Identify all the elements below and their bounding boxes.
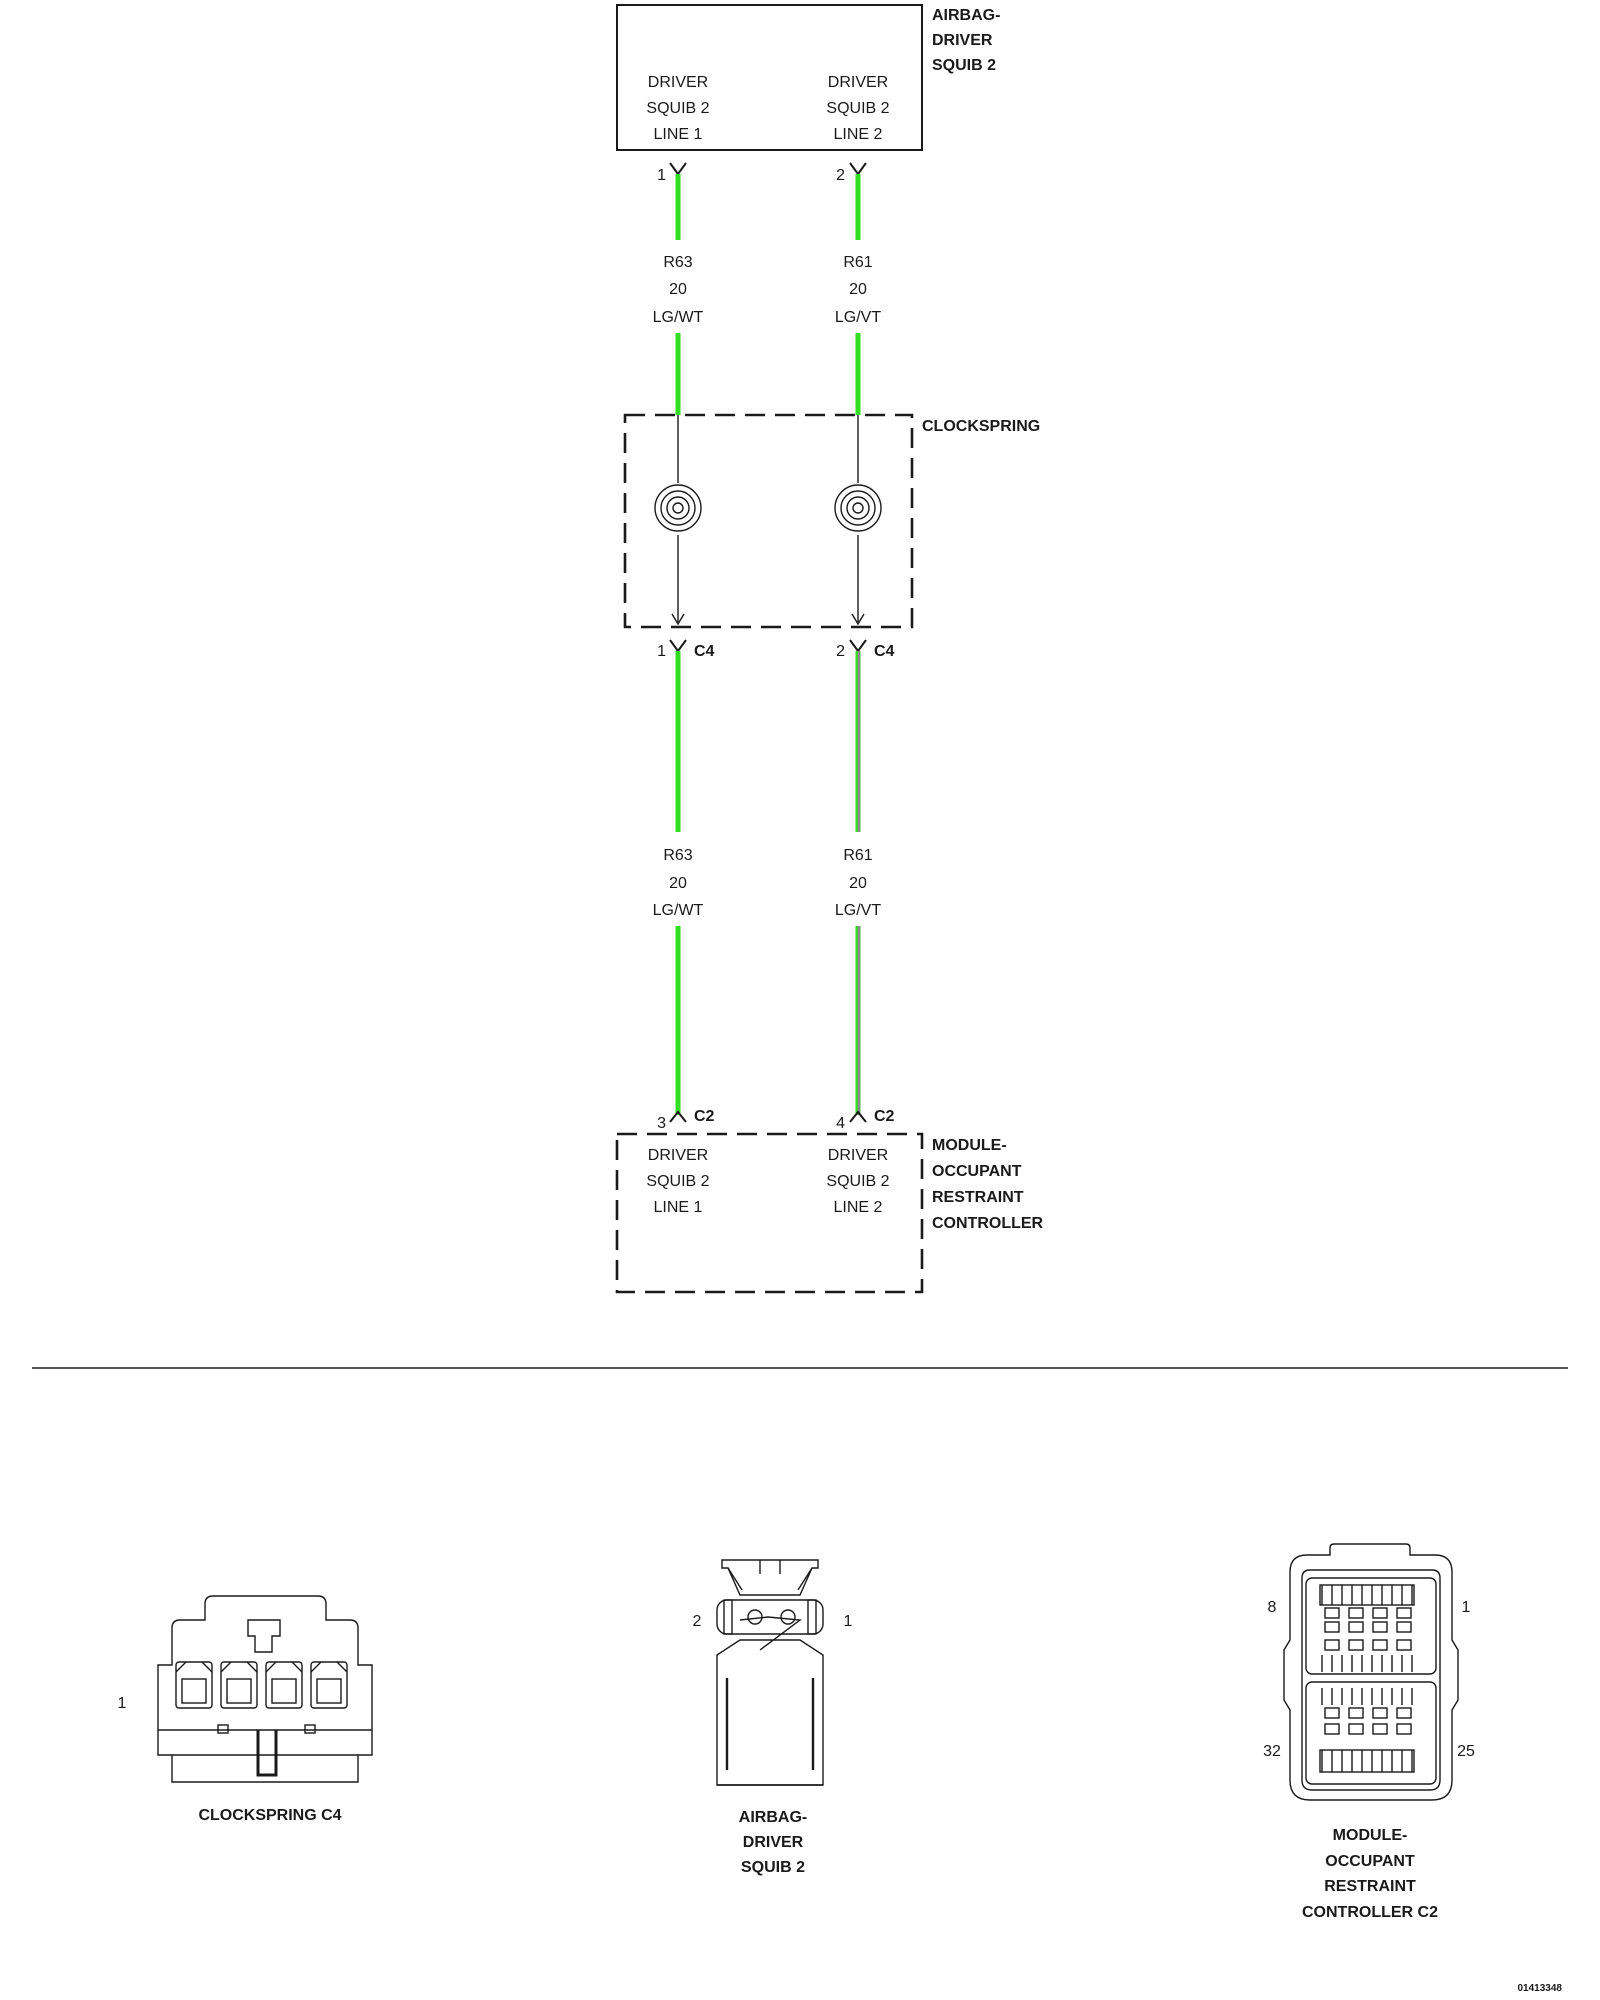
airbag-label-line2: DRIVER	[932, 32, 993, 49]
clockspring-c4-pin1-connector: C4	[694, 643, 715, 660]
svg-text:DRIVER: DRIVER	[648, 74, 708, 91]
orc-c2-view-pin1: 1	[1462, 1599, 1471, 1616]
svg-text:R63: R63	[663, 254, 692, 271]
svg-text:SQUIB 2: SQUIB 2	[646, 100, 709, 117]
airbag-pin2-desc: DRIVER SQUIB 2 LINE 2	[826, 74, 889, 143]
airbag-view-pin1: 1	[844, 1613, 853, 1630]
svg-text:DRIVER: DRIVER	[828, 1147, 888, 1164]
svg-text:R61: R61	[843, 847, 872, 864]
wire-r63-upper-label: R63 20 LG/WT	[653, 254, 704, 326]
svg-text:LG/WT: LG/WT	[653, 902, 704, 919]
svg-text:LG/VT: LG/VT	[835, 309, 881, 326]
clockspring-label: CLOCKSPRING	[922, 418, 1040, 435]
svg-text:LG/VT: LG/VT	[835, 902, 881, 919]
orc-c2-pin3-mark	[669, 1110, 687, 1123]
svg-text:OCCUPANT: OCCUPANT	[932, 1163, 1022, 1180]
svg-text:DRIVER: DRIVER	[648, 1147, 708, 1164]
svg-text:RESTRAINT: RESTRAINT	[932, 1189, 1024, 1206]
svg-text:DRIVER: DRIVER	[743, 1834, 804, 1851]
orc-pin3-desc: DRIVER SQUIB 2 LINE 1	[646, 1147, 709, 1216]
clockspring-c4-view-label: CLOCKSPRING C4	[198, 1807, 341, 1824]
clockspring-arrow-2	[851, 613, 865, 626]
airbag-label-line1: AIRBAG-	[932, 7, 1000, 24]
svg-text:20: 20	[849, 281, 867, 298]
airbag-pin1-desc: DRIVER SQUIB 2 LINE 1	[646, 74, 709, 143]
clockspring-arrow-1	[671, 613, 685, 626]
clockspring-c4-pin2-mark	[849, 639, 867, 653]
svg-text:LG/WT: LG/WT	[653, 309, 704, 326]
airbag-label-line3: SQUIB 2	[932, 57, 996, 74]
clockspring-c4-pin2-number: 2	[836, 643, 845, 660]
svg-text:LINE 1: LINE 1	[654, 126, 703, 143]
svg-text:R63: R63	[663, 847, 692, 864]
orc-c2-pin4-mark	[849, 1110, 867, 1123]
svg-text:MODULE-: MODULE-	[932, 1137, 1007, 1154]
svg-text:CONTROLLER C2: CONTROLLER C2	[1302, 1904, 1438, 1921]
clockspring-coil-2	[834, 484, 882, 532]
svg-text:R61: R61	[843, 254, 872, 271]
clockspring-c4-pin1-mark	[669, 639, 687, 653]
airbag-view-pin2: 2	[693, 1613, 702, 1630]
airbag-pin2-number: 2	[836, 167, 845, 184]
wire-r61-upper-label: R61 20 LG/VT	[835, 254, 881, 326]
svg-text:LINE 2: LINE 2	[834, 1199, 883, 1216]
svg-text:MODULE-: MODULE-	[1333, 1827, 1408, 1844]
orc-c2-view-pin32: 32	[1263, 1743, 1281, 1760]
svg-text:LINE 2: LINE 2	[834, 126, 883, 143]
svg-text:20: 20	[669, 281, 687, 298]
wire-r63-lower-label: R63 20 LG/WT	[653, 847, 704, 919]
orc-c2-pin3-connector: C2	[694, 1108, 715, 1125]
svg-text:SQUIB 2: SQUIB 2	[741, 1859, 805, 1876]
clockspring-c4-view-pin1: 1	[118, 1695, 127, 1712]
svg-text:DRIVER: DRIVER	[828, 74, 888, 91]
orc-c2-view-pin25: 25	[1457, 1743, 1475, 1760]
wire-r61-lower-label: R61 20 LG/VT	[835, 847, 881, 919]
figure-id: 01413348	[1518, 1983, 1563, 1994]
airbag-pin1-number: 1	[657, 167, 666, 184]
svg-text:AIRBAG-: AIRBAG-	[739, 1809, 807, 1826]
orc-c2-view-pin8: 8	[1268, 1599, 1277, 1616]
orc-pin4-desc: DRIVER SQUIB 2 LINE 2	[826, 1147, 889, 1216]
svg-text:CONTROLLER: CONTROLLER	[932, 1215, 1044, 1232]
airbag-view-label: AIRBAG- DRIVER SQUIB 2	[739, 1809, 807, 1876]
airbag-pin1-mark	[669, 162, 687, 176]
airbag-pin2-mark	[849, 162, 867, 176]
svg-text:20: 20	[849, 875, 867, 892]
svg-text:LINE 1: LINE 1	[654, 1199, 703, 1216]
orc-component-label: MODULE- OCCUPANT RESTRAINT CONTROLLER	[932, 1137, 1044, 1232]
airbag-component-box	[616, 4, 923, 151]
svg-text:SQUIB 2: SQUIB 2	[826, 100, 889, 117]
clockspring-c4-connector-view	[157, 1595, 373, 1783]
svg-text:OCCUPANT: OCCUPANT	[1325, 1853, 1415, 1870]
orc-dashed-box	[615, 1132, 924, 1294]
airbag-component-label: AIRBAG- DRIVER SQUIB 2	[932, 7, 1000, 74]
svg-text:RESTRAINT: RESTRAINT	[1324, 1878, 1416, 1895]
orc-c2-connector-view	[1283, 1543, 1459, 1801]
svg-text:SQUIB 2: SQUIB 2	[826, 1173, 889, 1190]
clockspring-coil-1	[654, 484, 702, 532]
clockspring-c4-pin2-connector: C4	[874, 643, 895, 660]
svg-text:SQUIB 2: SQUIB 2	[646, 1173, 709, 1190]
clockspring-dashed-box	[623, 413, 914, 629]
orc-c2-pin3-number: 3	[657, 1115, 666, 1132]
orc-c2-pin4-number: 4	[836, 1115, 845, 1132]
svg-text:20: 20	[669, 875, 687, 892]
orc-c2-pin4-connector: C2	[874, 1108, 895, 1125]
wire-r61-lower-bottom	[855, 926, 861, 1115]
orc-c2-view-label: MODULE- OCCUPANT RESTRAINT CONTROLLER C2	[1302, 1827, 1438, 1921]
wire-r61-lower-top	[855, 651, 861, 832]
airbag-connector-view	[716, 1559, 824, 1786]
clockspring-c4-pin1-number: 1	[657, 643, 666, 660]
